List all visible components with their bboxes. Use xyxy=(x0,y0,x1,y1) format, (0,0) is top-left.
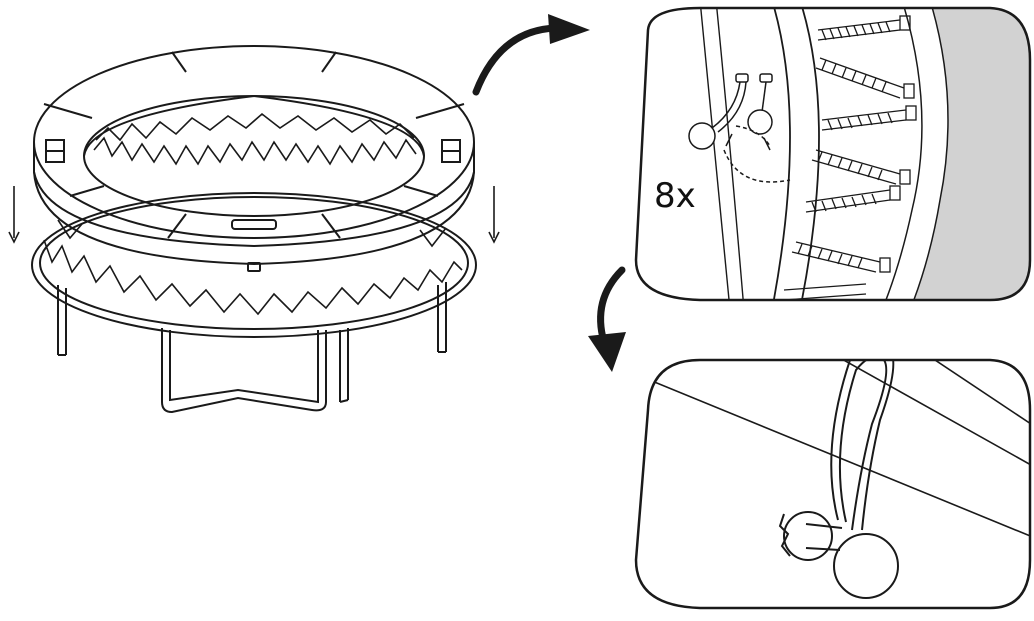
curved-arrow-icon xyxy=(472,14,590,96)
detail-bottom-border xyxy=(634,358,1032,610)
bungee-cord-detail xyxy=(688,73,791,183)
bungee-cord-closeup xyxy=(778,360,899,599)
lower-frame-ring xyxy=(31,192,477,338)
down-arrow-icon xyxy=(488,186,500,244)
detail-bottom-panel xyxy=(634,358,1032,610)
curved-arrow-icon xyxy=(588,266,626,372)
trampoline-legs xyxy=(57,282,447,414)
inner-springs xyxy=(93,136,417,166)
detail-springs xyxy=(783,15,917,300)
detail-top-border xyxy=(634,6,1032,302)
lower-springs xyxy=(43,239,463,316)
trampoline xyxy=(31,45,477,414)
quantity-label: 8x xyxy=(654,176,696,216)
detail-top-panel xyxy=(634,6,1032,302)
down-arrow-icon xyxy=(8,186,20,244)
